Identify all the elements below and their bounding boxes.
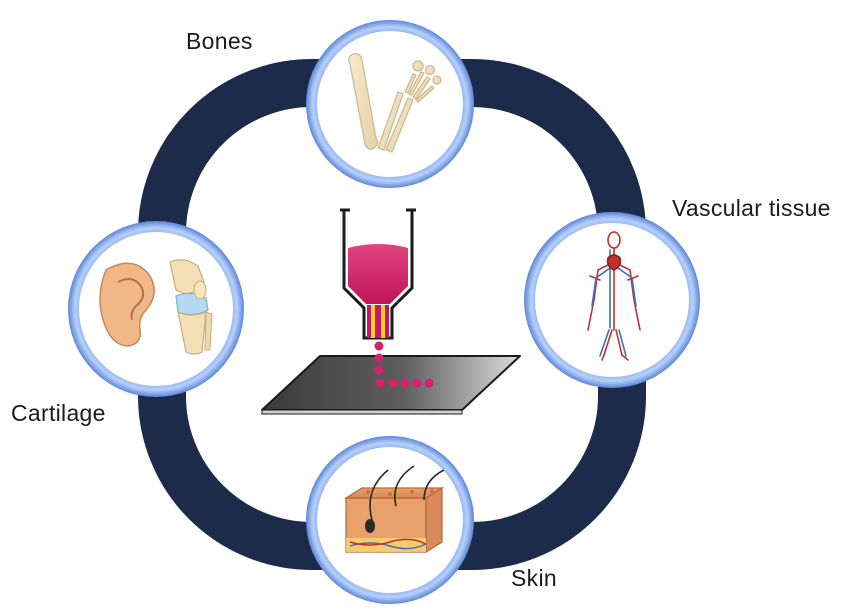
vascular-node [524, 212, 700, 388]
bones-node [306, 20, 474, 188]
label-bones: Bones [186, 28, 253, 55]
label-skin: Skin [511, 565, 557, 592]
cartilage-node [68, 221, 244, 397]
label-cartilage: Cartilage [11, 400, 106, 427]
skin-node [306, 436, 474, 604]
label-vascular-tissue: Vascular tissue [672, 195, 831, 222]
bioprinter-nozzle-icon [262, 210, 520, 414]
